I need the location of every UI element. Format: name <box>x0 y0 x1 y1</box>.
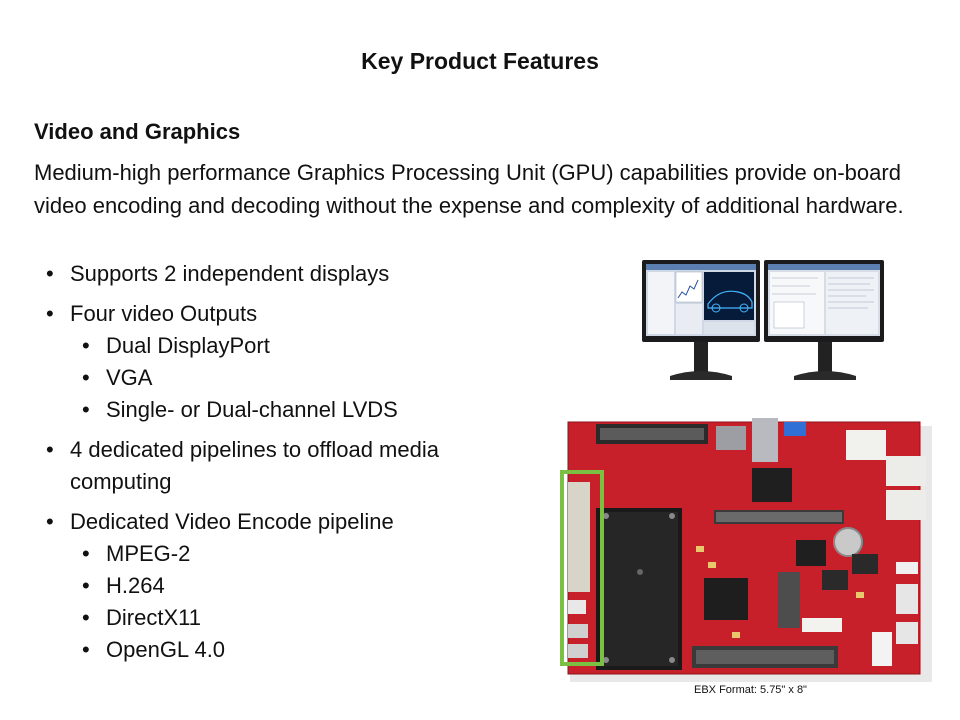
feature-text: Four video Outputs <box>70 301 258 326</box>
feature-item: 4 dedicated pipelines to offload media c… <box>46 434 516 498</box>
sub-feature-item: VGA <box>82 362 516 394</box>
feature-text: Supports 2 independent displays <box>70 261 390 286</box>
dual-monitor-image <box>642 260 884 380</box>
feature-item: Four video Outputs Dual DisplayPort VGA … <box>46 298 516 426</box>
section-title: Video and Graphics <box>34 119 241 144</box>
feature-item: Supports 2 independent displays <box>46 258 516 290</box>
intro-paragraph: Medium-high performance Graphics Process… <box>34 160 904 218</box>
feature-item: Dedicated Video Encode pipeline MPEG-2 H… <box>46 506 516 666</box>
feature-text: 4 dedicated pipelines to offload media c… <box>70 437 439 494</box>
sub-feature-list: MPEG-2 H.264 DirectX11 OpenGL 4.0 <box>70 538 516 666</box>
sub-feature-list: Dual DisplayPort VGA Single- or Dual-cha… <box>70 330 516 426</box>
sub-feature-item: Single- or Dual-channel LVDS <box>82 394 516 426</box>
sub-feature-item: OpenGL 4.0 <box>82 634 516 666</box>
feature-text: Dedicated Video Encode pipeline <box>70 509 394 534</box>
slide-title: Key Product Features <box>361 48 599 74</box>
board-caption: EBX Format: 5.75" x 8" <box>694 684 807 696</box>
sub-feature-item: H.264 <box>82 570 516 602</box>
feature-list: Supports 2 independent displays Four vid… <box>46 258 516 666</box>
sub-feature-item: Dual DisplayPort <box>82 330 516 362</box>
sub-feature-item: DirectX11 <box>82 602 516 634</box>
ebx-board-image <box>560 418 932 682</box>
sub-feature-item: MPEG-2 <box>82 538 516 570</box>
